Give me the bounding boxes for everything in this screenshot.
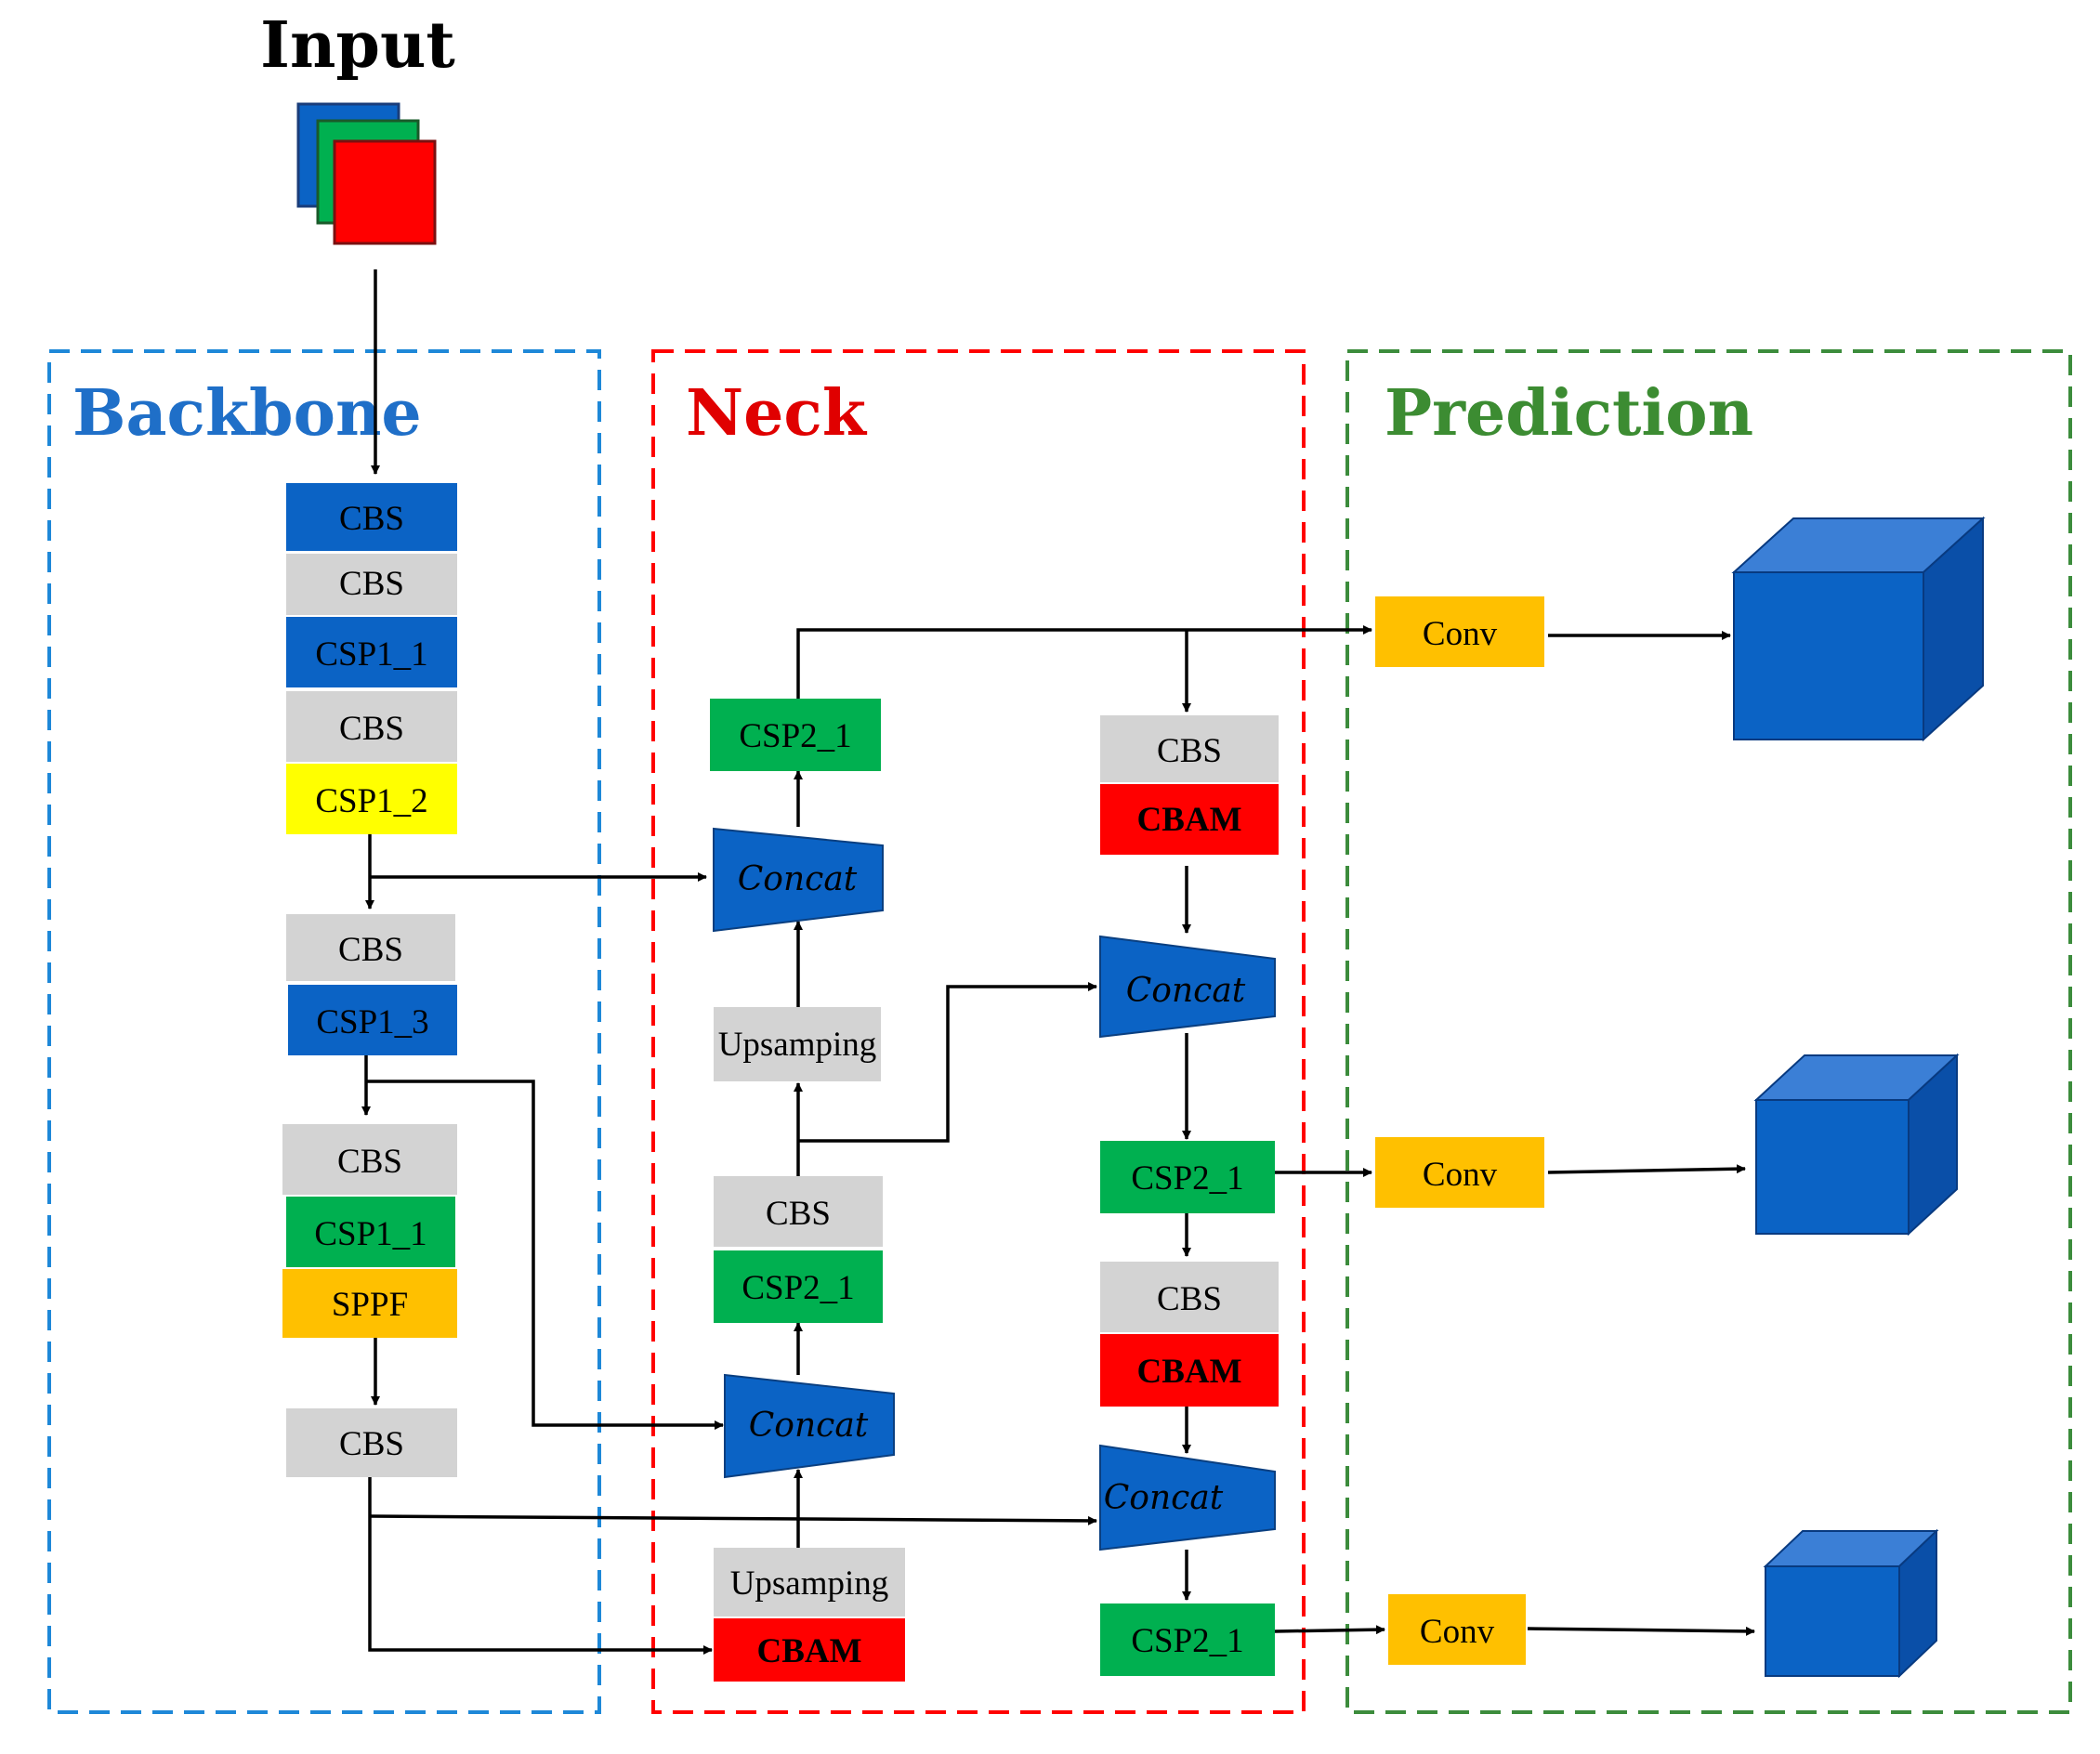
neck-upsamping-label-2: Upsamping [730, 1564, 889, 1603]
backbone-cbs-label-5: CBS [337, 1143, 402, 1181]
backbone-cbs-block-3 [286, 691, 457, 762]
neck-cbs-block-right-1 [1100, 715, 1279, 782]
backbone-csp1-3-block [288, 985, 457, 1055]
neck-concat-label-right-2: Concat [1104, 1479, 1224, 1517]
backbone-cbs-block-1 [286, 483, 457, 551]
backbone-cbs-block-2 [286, 554, 457, 615]
neck-csp2-1-label-mid: CSP2_1 [742, 1269, 854, 1307]
neck-cbs-block-mid [714, 1176, 883, 1247]
prediction-conv-block-3 [1388, 1594, 1526, 1665]
output-cube-medium-icon [1753, 1053, 1960, 1237]
backbone-csp1-1-label-b: CSP1_1 [314, 1215, 427, 1253]
backbone-cbs-block-6 [286, 1408, 457, 1477]
neck-concat-shape-low [724, 1373, 895, 1479]
neck-csp2-1-block-top [710, 699, 881, 771]
backbone-cbs-label-6: CBS [339, 1425, 404, 1463]
connectors [361, 269, 1755, 1655]
neck-csp2-1-label-right-2: CSP2_1 [1131, 1622, 1243, 1660]
neck-csp2-1-block-mid [714, 1250, 883, 1323]
neck-cbs-label-right-1: CBS [1157, 732, 1222, 770]
input-label: Input [260, 8, 455, 83]
output-cube-small-icon [1763, 1528, 1939, 1679]
backbone-frame [47, 349, 601, 1714]
backbone-cbs-label-1: CBS [339, 500, 404, 538]
prediction-title: Prediction [1385, 376, 1753, 451]
backbone-cbs-label-2: CBS [339, 565, 404, 603]
backbone-title: Backbone [72, 376, 422, 451]
neck-csp2-1-block-right-2 [1100, 1603, 1275, 1676]
backbone-csp1-1-block-b [286, 1197, 455, 1267]
neck-csp2-1-label-right-1: CSP2_1 [1131, 1159, 1243, 1198]
prediction-conv-block-2 [1375, 1137, 1544, 1208]
neck-concat-label-right-1: Concat [1126, 972, 1246, 1010]
neck-cbam-label-right-2: CBAM [1136, 1353, 1241, 1391]
neck-title: Neck [686, 376, 868, 451]
neck-cbs-label-mid: CBS [766, 1195, 831, 1233]
backbone-csp1-1-label-a: CSP1_1 [315, 635, 427, 674]
prediction-frame [1345, 349, 2072, 1714]
neck-csp2-1-block-right-1 [1100, 1141, 1275, 1213]
neck-concat-label-low: Concat [749, 1407, 869, 1445]
prediction-blocks: Conv Conv Conv [1375, 516, 1986, 1679]
neck-concat-shape-right-2 [1099, 1444, 1276, 1551]
prediction-conv-block-1 [1375, 596, 1544, 667]
neck-concat-label-top: Concat [738, 860, 858, 898]
backbone-sppf-label: SPPF [332, 1286, 408, 1324]
backbone-blocks: CBS CBS CSP1_1 CBS CSP1_2 CBS CSP1_3 CBS… [282, 483, 457, 1477]
backbone-cbs-block-4 [286, 914, 455, 981]
neck-cbam-block-low [714, 1618, 905, 1682]
backbone-cbs-label-3: CBS [339, 710, 404, 748]
neck-concat-shape-top [713, 827, 884, 933]
output-cube-large-icon [1731, 516, 1986, 742]
neck-cbs-block-right-2 [1100, 1262, 1279, 1332]
backbone-sppf-block [282, 1269, 457, 1338]
backbone-cbs-block-5 [282, 1124, 457, 1195]
input-image-stack-icon [296, 102, 437, 245]
backbone-csp1-2-label: CSP1_2 [315, 782, 427, 820]
neck-upsamping-block-1 [714, 1007, 881, 1081]
backbone-csp1-3-label: CSP1_3 [316, 1003, 428, 1041]
prediction-conv-label-2: Conv [1423, 1156, 1498, 1194]
neck-concat-shape-right-1 [1099, 935, 1276, 1039]
prediction-conv-label-3: Conv [1420, 1613, 1495, 1651]
neck-cbam-label-low: CBAM [756, 1632, 861, 1670]
backbone-csp1-1-block-a [286, 617, 457, 687]
neck-cbam-block-right-1 [1100, 784, 1279, 855]
neck-frame [651, 349, 1306, 1714]
neck-upsamping-label-1: Upsamping [718, 1026, 877, 1064]
neck-cbs-label-right-2: CBS [1157, 1280, 1222, 1318]
neck-csp2-1-label-top: CSP2_1 [739, 717, 851, 755]
neck-cbam-label-right-1: CBAM [1136, 801, 1241, 839]
backbone-csp1-2-block [286, 764, 457, 834]
neck-cbam-block-right-2 [1100, 1334, 1279, 1407]
neck-blocks: CSP2_1 Concat Upsamping CBS CSP2_1 Conca… [710, 699, 1279, 1682]
prediction-conv-label-1: Conv [1423, 615, 1498, 653]
backbone-cbs-label-4: CBS [338, 931, 403, 969]
neck-upsamping-block-2 [714, 1548, 905, 1617]
